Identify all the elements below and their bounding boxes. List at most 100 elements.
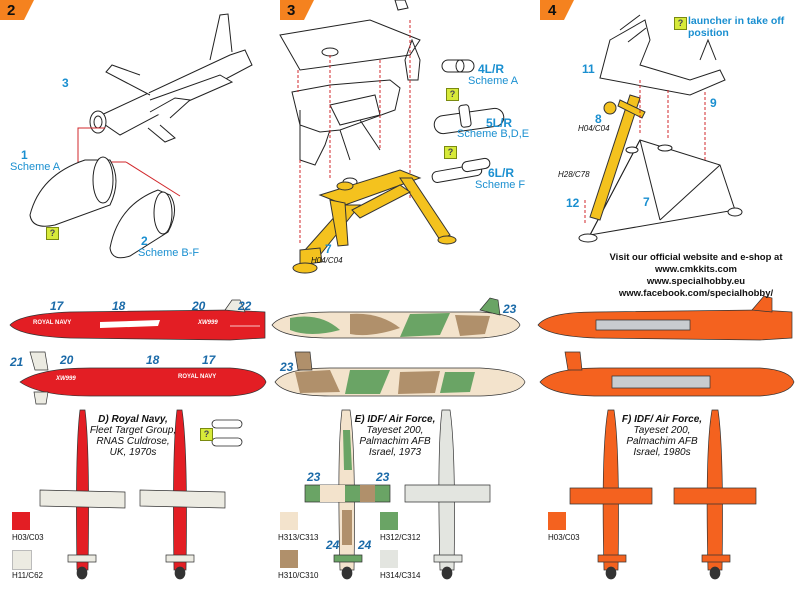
scheme-F-line-4: Israel, 1980s [633, 447, 691, 458]
scheme-F-line-1: F) IDF/ Air Force, [621, 414, 703, 425]
part-label-12: 12 [566, 196, 580, 210]
decal-18-bottom: 18 [146, 353, 160, 367]
serial-marking-top: XW999 [198, 320, 218, 326]
profile-E-bottom [274, 351, 526, 397]
royal-navy-marking-top: ROYAL NAVY [33, 320, 72, 326]
scheme-D-line-4: UK, 1970s [109, 447, 157, 458]
part-label-2: 2 [141, 234, 148, 248]
scheme-D-line-3: RNAS Culdrose, [96, 436, 170, 447]
step-number-3: 3 [287, 2, 296, 19]
reference-icon: ? [444, 146, 457, 159]
step-number-4: 4 [548, 2, 557, 19]
reference-icon: ? [200, 428, 213, 441]
swatch-E-green-label: H312/C312 [380, 533, 421, 542]
step-number-2: 2 [7, 2, 16, 19]
scheme-E-caption: E) IDF/ Air Force, Tayeset 200, Palmachi… [352, 414, 438, 458]
decal-23-a: 23 [503, 302, 517, 316]
reference-icon: ? [446, 88, 459, 101]
nose-cone-1 [29, 156, 117, 227]
profile-D-bottom [19, 351, 267, 405]
decal-23-b: 23 [280, 360, 294, 374]
decal-22: 22 [238, 299, 252, 313]
scheme-D-line-1: D) Royal Navy, [98, 414, 168, 425]
swatch-E-grey [380, 550, 398, 568]
website-line-1: Visit our official website and e-shop at [609, 252, 783, 263]
website-line-3[interactable]: www.specialhobby.eu [646, 276, 746, 287]
swatch-E-sand-label: H313/C313 [278, 533, 319, 542]
part-5-pod [433, 104, 505, 135]
launcher-note: launcher in take off position [688, 15, 785, 39]
step-4-marker [540, 0, 574, 20]
part-code-h28: H28/C78 [558, 170, 590, 179]
part-label-9: 9 [710, 96, 717, 110]
drone-body-step2 [89, 13, 253, 143]
part-8-code: H04/C04 [578, 124, 610, 133]
scheme-F-line-3: Palmachim AFB [626, 436, 698, 447]
part-6-pod [431, 157, 491, 183]
decal-17-top: 17 [50, 299, 64, 313]
launch-arm [589, 94, 646, 221]
reference-icon: ? [46, 227, 59, 240]
scheme-E-line-3: Palmachim AFB [359, 436, 431, 447]
royal-navy-marking-bottom: ROYAL NAVY [178, 374, 217, 380]
part-label-8: 8 [595, 112, 602, 126]
plan-D-left [39, 409, 126, 580]
serial-marking-bottom: XW999 [56, 376, 76, 382]
swatch-E-brown [280, 550, 298, 568]
swatch-E-brown-label: H310/C310 [278, 571, 319, 580]
profile-F-top [537, 295, 793, 341]
part-4-pod [441, 59, 475, 73]
reference-icon: ? [674, 17, 687, 30]
part-label-11: 11 [582, 62, 595, 76]
leader-line [125, 161, 181, 197]
profile-F-bottom [539, 351, 795, 397]
nose-cone-2 [109, 189, 175, 259]
part-5-scheme: Scheme B,D,E [457, 128, 530, 140]
decal-23-d: 23 [376, 470, 390, 484]
swatch-D-white-label: H11/C62 [12, 571, 43, 580]
scheme-D-line-2: Fleet Target Group, [89, 425, 177, 436]
decal-24-a: 24 [326, 538, 340, 552]
scheme-F-caption: F) IDF/ Air Force, Tayeset 200, Palmachi… [618, 414, 706, 458]
decal-18-top: 18 [112, 299, 126, 313]
decal-23-c: 23 [307, 470, 321, 484]
decal-17-bottom: 17 [202, 353, 216, 367]
decal-24-b: 24 [358, 538, 372, 552]
part-label-3: 3 [62, 76, 69, 90]
plan-F-left [569, 409, 653, 580]
part-label-5: 5L/R [486, 116, 513, 130]
swatch-E-sand [280, 512, 298, 530]
decal-20-bottom: 20 [60, 353, 74, 367]
assembly-arrows-step4 [584, 80, 706, 225]
small-pod-parts-D [211, 419, 243, 447]
part-label-7-step4: 7 [643, 195, 650, 209]
part-6-scheme: Scheme F [475, 179, 526, 191]
profile-D-top [9, 299, 266, 341]
scheme-E-line-2: Tayeset 200, [366, 425, 424, 436]
drone-body-step3 [279, 0, 421, 71]
part-label-7: 7 [325, 242, 332, 256]
swatch-D-red [12, 512, 30, 530]
part-label-6: 6L/R [488, 166, 515, 180]
plan-F-right [673, 409, 757, 580]
part-label-1: 1 [21, 148, 28, 162]
website-line-2[interactable]: www.cmkkits.com [654, 264, 737, 275]
scheme-E-line-1: E) IDF/ Air Force, [354, 414, 436, 425]
plan-E-right [404, 409, 491, 580]
plan-D-right [139, 409, 226, 580]
plan-E-left [304, 409, 391, 580]
swatch-F-orange [548, 512, 566, 530]
step-2-marker [0, 0, 34, 20]
swatch-D-white [12, 550, 32, 570]
scheme-E-line-4: Israel, 1973 [368, 447, 422, 458]
part-7-code: H04/C04 [311, 256, 343, 265]
part-2-scheme: Scheme B-F [138, 247, 200, 259]
step-3-marker [280, 0, 314, 20]
website-line-4[interactable]: www.facebook.com/specialhobby/ [618, 288, 774, 299]
launcher-assembled [578, 14, 743, 243]
assembly-arrows-step3 [297, 20, 411, 245]
part-4-scheme: Scheme A [468, 75, 519, 87]
yellow-stand [292, 169, 457, 274]
part-1-scheme: Scheme A [10, 161, 61, 173]
